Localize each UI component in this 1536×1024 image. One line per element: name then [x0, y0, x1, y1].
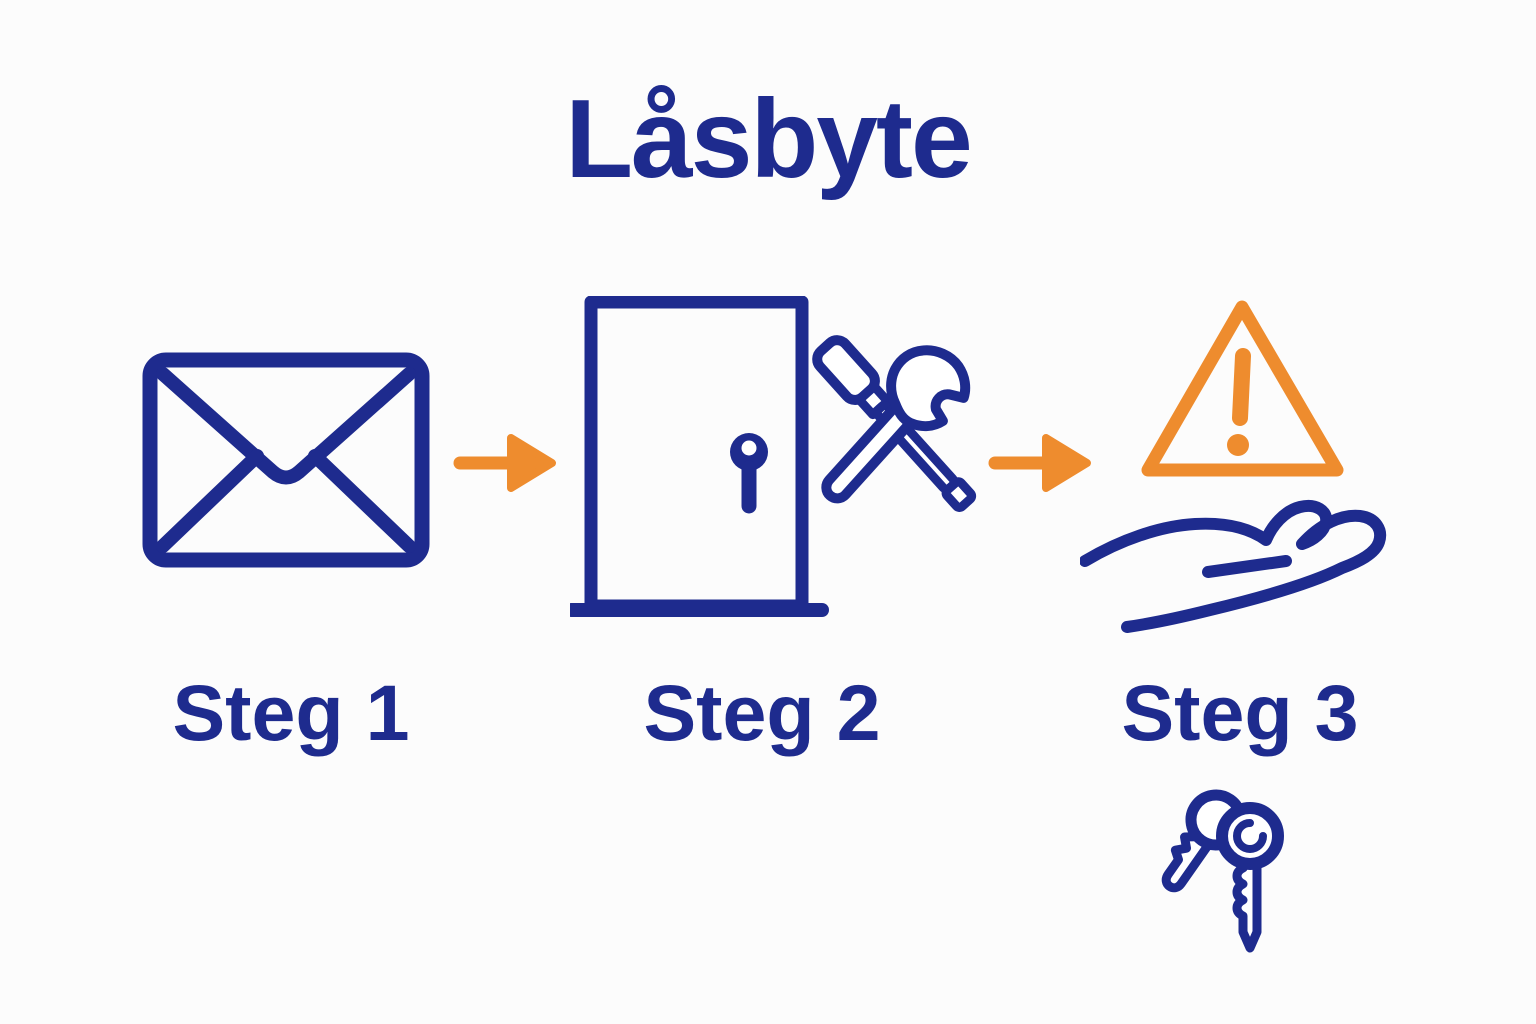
arrow-right-icon	[988, 434, 1091, 492]
step-1-label: Steg 1	[172, 668, 410, 757]
step-1-icon-group	[141, 350, 431, 575]
keys-icon	[1161, 789, 1284, 953]
step-3-label: Steg 3	[1121, 668, 1359, 757]
hand-icon-group	[1079, 498, 1400, 655]
connector-2	[988, 431, 1093, 500]
arrow-right-icon	[453, 434, 556, 492]
warning-triangle-icon	[1141, 300, 1344, 477]
envelope-icon	[142, 352, 430, 568]
step-3-icon-group	[1135, 298, 1350, 493]
wrench-icon	[821, 345, 971, 504]
step-2-icon-group	[564, 295, 980, 626]
door-tools-icon	[564, 295, 977, 617]
step-2-label: Steg 2	[643, 668, 881, 757]
exclamation-icon	[1232, 348, 1251, 426]
page-title: Låsbyte	[565, 77, 973, 201]
keys-icon-group	[1143, 772, 1313, 975]
key-right-icon	[1216, 802, 1284, 953]
connector-1	[453, 431, 558, 500]
open-hand-icon	[1079, 500, 1386, 633]
door-icon	[564, 295, 829, 617]
